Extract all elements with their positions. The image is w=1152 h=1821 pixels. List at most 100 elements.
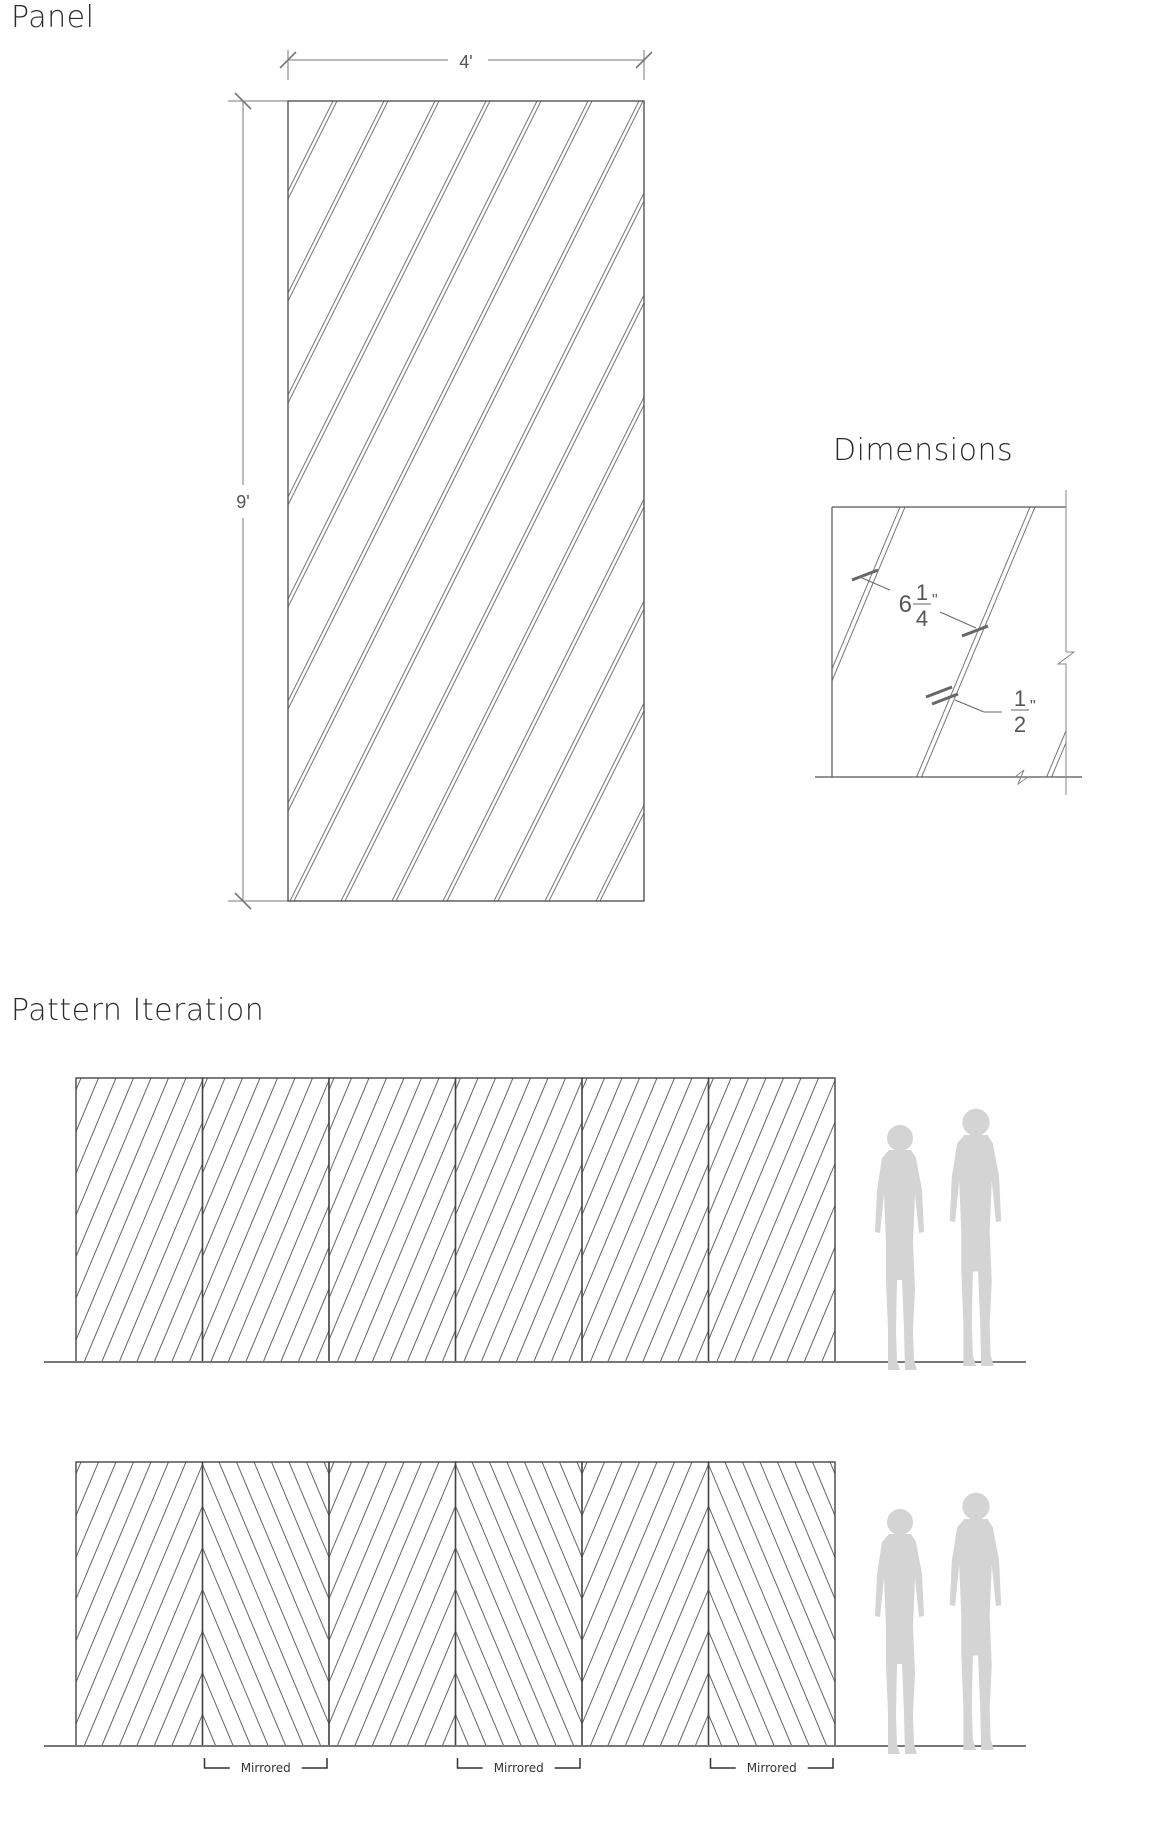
pattern-groove-line bbox=[329, 1462, 440, 1726]
pattern-groove-line bbox=[433, 1462, 552, 1746]
pattern-groove-line bbox=[329, 1462, 387, 1601]
pattern-groove-line bbox=[354, 1120, 456, 1362]
panel-drawing: 4' 9' bbox=[0, 50, 1098, 910]
pattern-groove-line bbox=[359, 1462, 478, 1746]
pattern-groove-line bbox=[332, 1462, 451, 1746]
spacing-unit-label: " bbox=[932, 592, 938, 609]
panel-groove-line bbox=[289, 191, 644, 901]
pattern-groove-line bbox=[136, 1588, 203, 1746]
pattern-groove-line bbox=[515, 1204, 582, 1362]
pattern-groove-line bbox=[245, 1162, 329, 1362]
pattern-groove-line bbox=[642, 1204, 709, 1362]
dimensions-section-title: Dimensions bbox=[833, 433, 1014, 468]
pattern-groove-line bbox=[455, 1463, 575, 1746]
pattern-groove-line bbox=[424, 1287, 456, 1362]
panel-height-label: 9' bbox=[236, 492, 249, 512]
pattern-groove-line bbox=[582, 1078, 640, 1217]
pattern-row-uniform bbox=[0, 1077, 836, 1363]
groove-denominator-label: 2 bbox=[1014, 712, 1026, 737]
pattern-groove-line bbox=[202, 1546, 287, 1746]
groove-unit-label: " bbox=[1030, 698, 1036, 715]
pattern-panel-outline bbox=[581, 1077, 710, 1363]
pattern-groove-line bbox=[118, 1546, 203, 1746]
panel-groove-line bbox=[288, 101, 538, 601]
pattern-groove-line bbox=[506, 1462, 582, 1642]
pattern-groove-line bbox=[642, 1588, 709, 1746]
pattern-groove-line bbox=[677, 1671, 709, 1746]
pattern-groove-line bbox=[455, 1671, 487, 1746]
pattern-groove-line bbox=[76, 1462, 187, 1726]
spacing-whole-label: 6 bbox=[899, 591, 912, 618]
pattern-panel-outline bbox=[201, 1077, 330, 1363]
pattern-groove-line bbox=[180, 1462, 299, 1746]
panel-groove-line bbox=[288, 101, 440, 405]
panel-groove-line bbox=[288, 101, 593, 711]
pattern-panel-outline bbox=[75, 1077, 204, 1363]
pattern-groove-line bbox=[207, 1462, 326, 1746]
pattern-groove-line bbox=[118, 1162, 203, 1362]
pattern-groove-line bbox=[236, 1462, 329, 1684]
pattern-groove-line bbox=[498, 1162, 582, 1362]
detail-groove-line bbox=[916, 507, 1031, 777]
pattern-groove-line bbox=[83, 1079, 203, 1362]
pattern-groove-line bbox=[83, 1463, 203, 1746]
pattern-groove-line bbox=[708, 1546, 793, 1746]
pattern-groove-line bbox=[76, 1462, 82, 1476]
panel-groove-line bbox=[698, 101, 1098, 901]
pattern-groove-line bbox=[280, 1245, 329, 1362]
pattern-groove-line bbox=[441, 1713, 456, 1746]
height-dimension bbox=[228, 92, 288, 910]
pattern-groove-line bbox=[624, 1546, 709, 1746]
panel-groove-line bbox=[391, 395, 644, 901]
pattern-groove-line bbox=[76, 1462, 134, 1601]
panel-groove-line bbox=[599, 811, 644, 901]
pattern-groove-line bbox=[455, 1546, 540, 1746]
pattern-groove-line bbox=[582, 1078, 675, 1300]
pattern-groove-line bbox=[76, 1462, 152, 1642]
pattern-groove-line bbox=[76, 1078, 152, 1258]
pattern-groove-line bbox=[210, 1079, 329, 1362]
pattern-panel-normal bbox=[328, 1077, 457, 1363]
mirrored-bracket bbox=[709, 1758, 834, 1769]
pattern-groove-line bbox=[406, 1629, 456, 1746]
pattern-groove-line bbox=[582, 1462, 658, 1642]
pattern-panel-mirrored bbox=[201, 1461, 478, 1747]
panel-groove-line bbox=[288, 101, 385, 295]
panel-groove-line bbox=[288, 101, 589, 703]
detail-groove-line bbox=[1051, 741, 1066, 777]
panel-groove-line bbox=[288, 101, 644, 813]
pattern-groove-line bbox=[153, 1629, 203, 1746]
panel-groove-line bbox=[0, 101, 184, 901]
pattern-groove-line bbox=[455, 1078, 479, 1133]
pattern-groove-line bbox=[76, 1462, 169, 1684]
pattern-groove-line bbox=[768, 1204, 835, 1362]
pattern-groove-line bbox=[0, 1078, 46, 1362]
pattern-panel-outline bbox=[454, 1077, 583, 1363]
pattern-groove-line bbox=[101, 1504, 203, 1746]
panel-groove-line bbox=[442, 497, 644, 901]
pattern-groove-line bbox=[455, 1078, 549, 1300]
panel-groove-line bbox=[595, 803, 644, 901]
pattern-groove-line bbox=[306, 1462, 329, 1517]
panel-groove-line bbox=[288, 101, 640, 805]
pattern-groove-line bbox=[202, 1078, 243, 1175]
panel-grooves bbox=[0, 101, 1098, 901]
pattern-groove-line bbox=[533, 1245, 582, 1362]
pattern-panel-outline bbox=[328, 1077, 457, 1363]
pattern-groove-line bbox=[336, 1463, 456, 1746]
pattern-groove-line bbox=[288, 1462, 329, 1559]
pattern-groove-line bbox=[708, 1463, 828, 1746]
pattern-panel-outline bbox=[75, 1461, 204, 1747]
pattern-panel-outline bbox=[707, 1461, 836, 1747]
pattern-groove-line bbox=[708, 1588, 775, 1746]
pattern-groove-line bbox=[76, 1078, 169, 1300]
pattern-groove-line bbox=[329, 1462, 352, 1517]
pattern-groove-line bbox=[582, 1078, 658, 1258]
pattern-groove-line bbox=[624, 1162, 709, 1362]
detail-groove-line bbox=[921, 507, 1036, 777]
panel-groove-line bbox=[446, 505, 644, 901]
pattern-groove-line bbox=[455, 1504, 557, 1746]
pattern-groove-line bbox=[329, 1462, 422, 1684]
pattern-groove-line bbox=[471, 1462, 582, 1726]
pattern-groove-line bbox=[708, 1671, 740, 1746]
